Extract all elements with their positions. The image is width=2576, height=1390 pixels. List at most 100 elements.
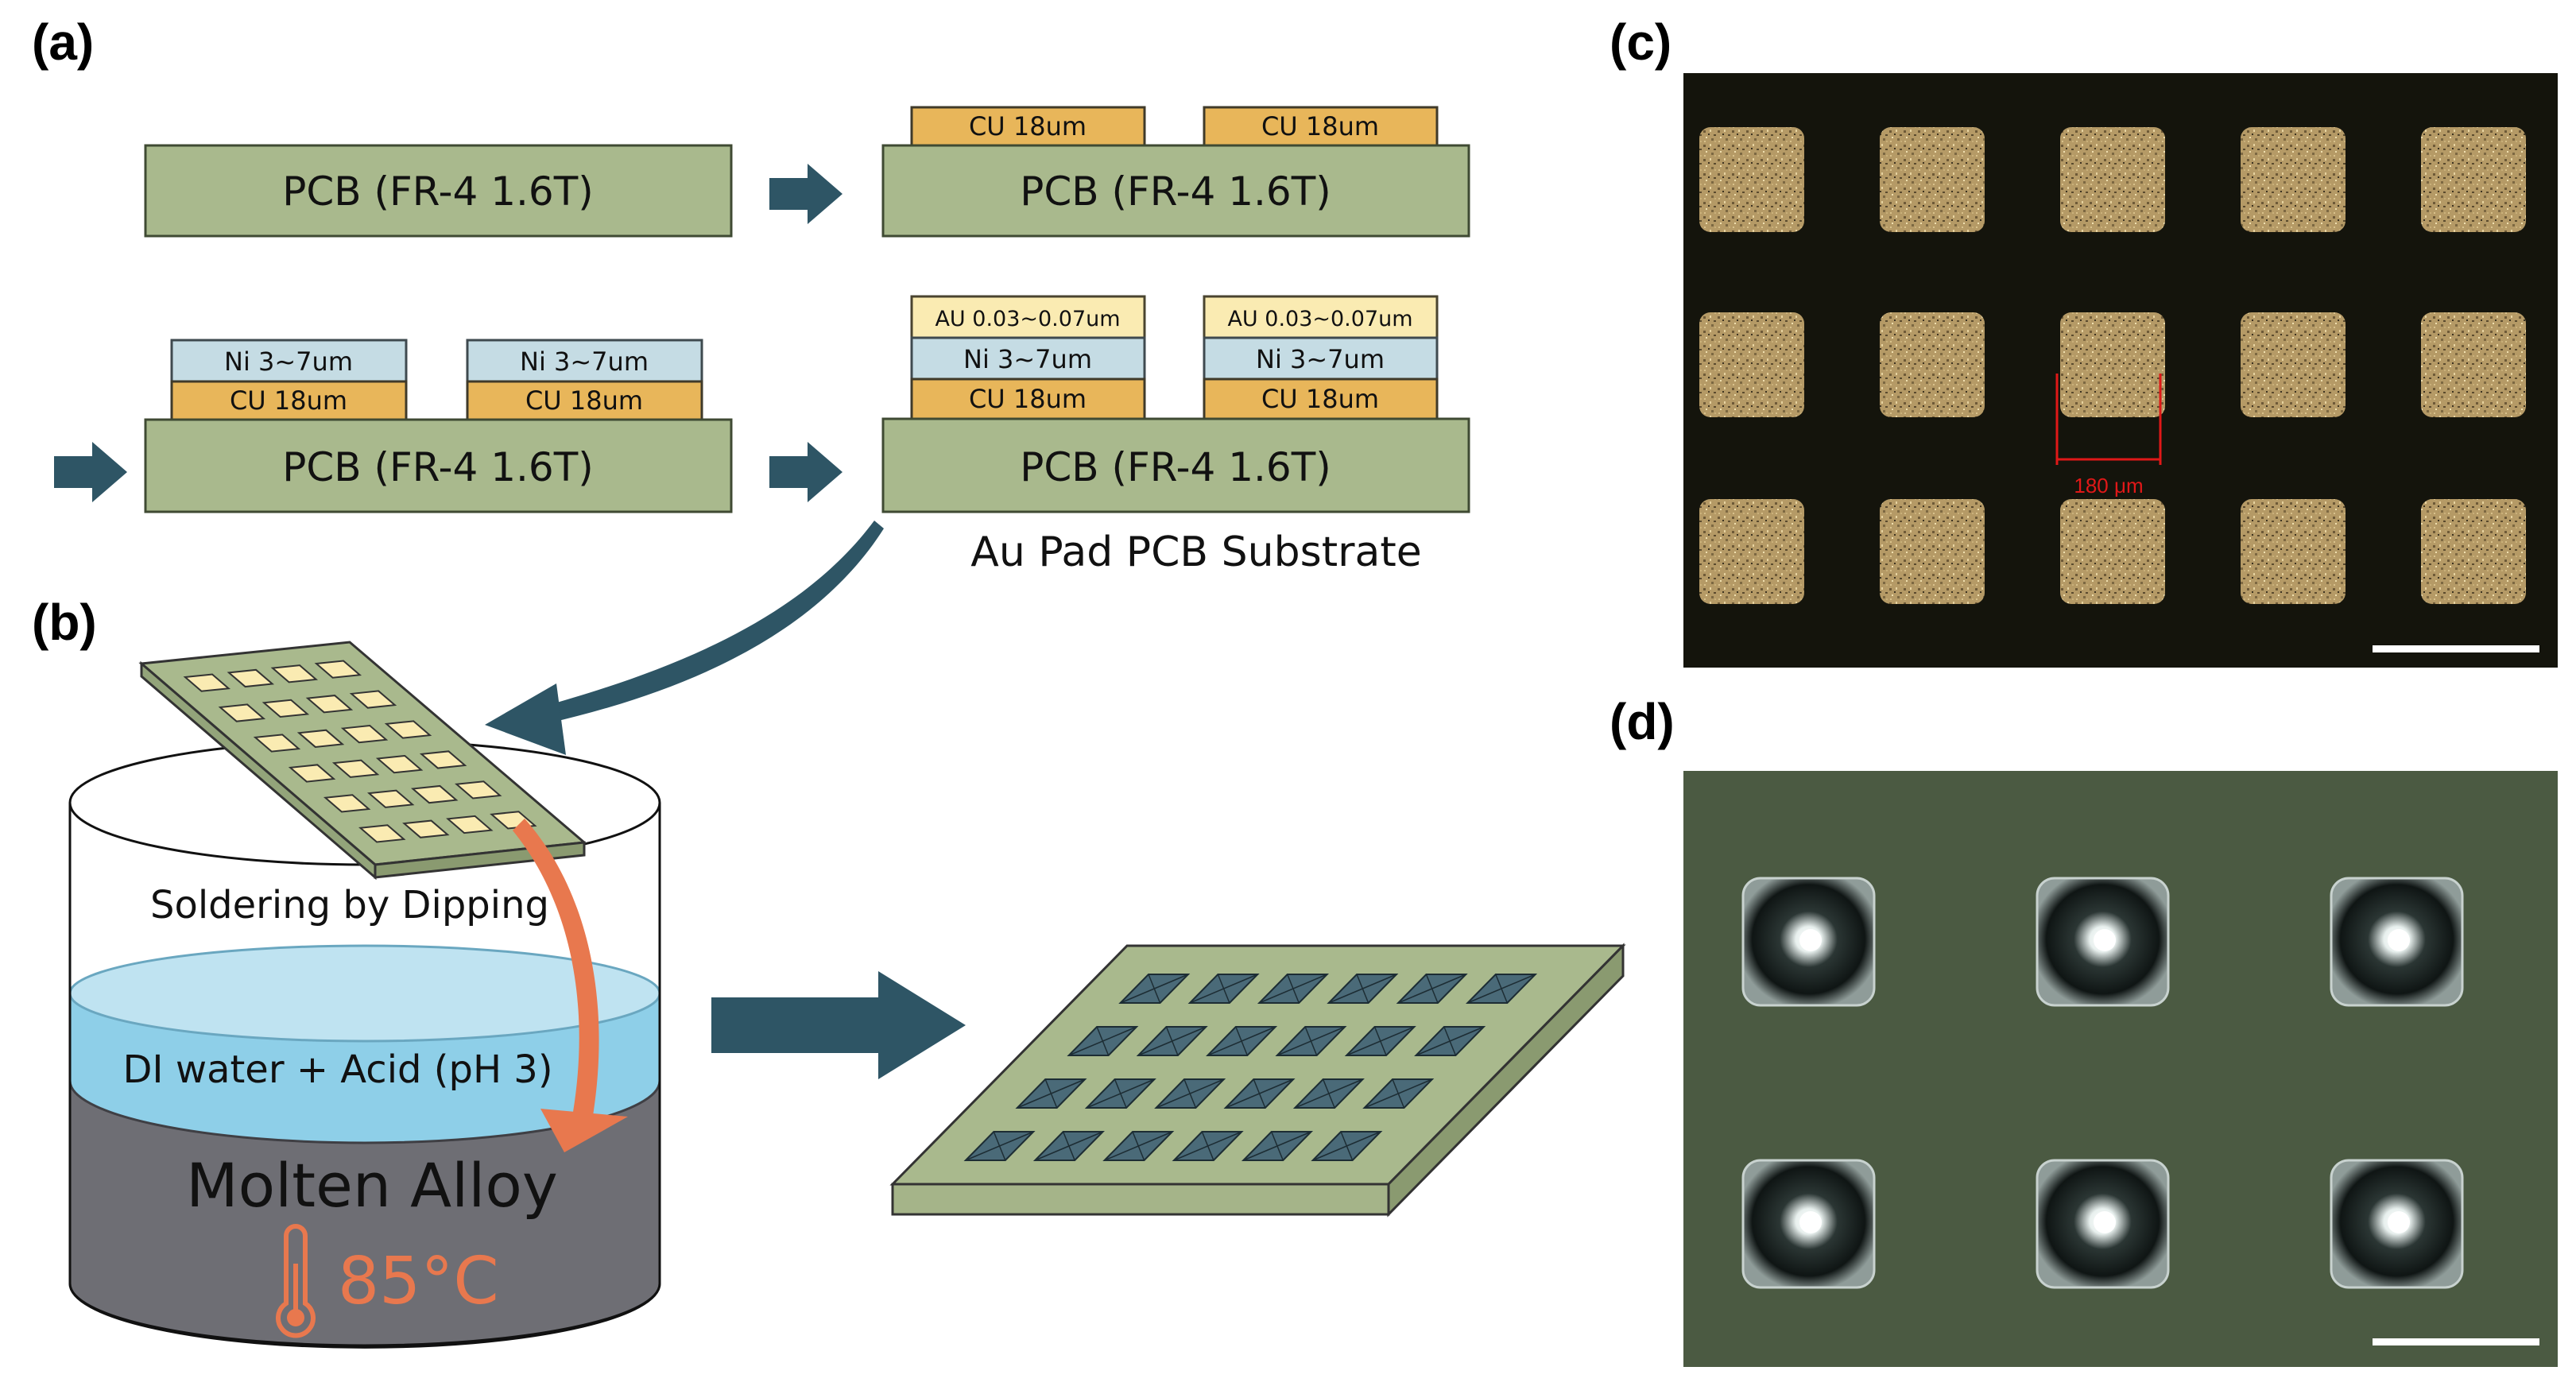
au-pad — [261, 699, 310, 718]
cu-layer — [466, 380, 703, 421]
cu-label: CU 18um — [969, 384, 1087, 414]
cu-label: CU 18um — [525, 385, 643, 416]
gold-pad — [2421, 499, 2526, 604]
au-pad — [227, 668, 275, 688]
panel-label-b: (b) — [32, 594, 97, 651]
alloy-label: Molten Alloy — [186, 1150, 558, 1221]
au-pad — [218, 703, 266, 722]
cu-layer — [170, 380, 408, 421]
solder-bump — [1414, 1026, 1486, 1056]
gold-pad — [2421, 312, 2526, 417]
solder-bump — [1275, 1026, 1347, 1056]
au-pad — [305, 695, 354, 714]
solder-bump — [1344, 1026, 1416, 1056]
solder-bump — [2036, 1159, 2170, 1289]
au-pad — [270, 664, 319, 683]
au-pad — [358, 824, 406, 843]
solder-bump-micrograph — [1741, 877, 2464, 1289]
ni-label: Ni 3~7um — [1256, 344, 1385, 374]
solder-bump — [1327, 974, 1399, 1004]
cu-layer — [910, 378, 1146, 420]
pcb-label: PCB (FR-4 1.6T) — [1020, 444, 1331, 490]
au-pad — [323, 794, 371, 813]
temperature-label: 85°C — [338, 1244, 499, 1319]
process-arrow-icon — [54, 442, 127, 502]
solder-bump — [1741, 877, 1876, 1007]
pcb-step-2: CU 18um CU 18um PCB (FR-4 1.6T) — [881, 106, 1470, 238]
soldering-label: Soldering by Dipping — [150, 883, 549, 927]
solder-bump — [1257, 974, 1330, 1004]
ni-layer — [910, 336, 1146, 381]
gold-pad-grid — [1699, 127, 2526, 604]
solder-bump — [1172, 1131, 1244, 1161]
solder-bump — [1187, 974, 1260, 1004]
solder-bump — [1311, 1131, 1383, 1161]
gold-pad — [1699, 499, 1804, 604]
pcb-label: PCB (FR-4 1.6T) — [282, 444, 594, 490]
au-pad — [331, 759, 380, 778]
au-pad — [349, 690, 397, 709]
gold-pad — [2060, 312, 2165, 417]
gold-pad — [1699, 127, 1804, 232]
gold-pad — [2241, 312, 2346, 417]
solder-bump — [1015, 1078, 1087, 1109]
au-label: AU 0.03~0.07um — [1227, 307, 1412, 331]
process-arrow-icon — [769, 164, 843, 224]
solder-bump — [1362, 1078, 1435, 1109]
process-arrow-icon — [711, 971, 966, 1079]
solder-bump — [1741, 1159, 1876, 1289]
ni-label: Ni 3~7um — [520, 347, 649, 377]
solder-bump — [1466, 974, 1538, 1004]
gold-pad — [2241, 127, 2346, 232]
panel-label-c: (c) — [1610, 14, 1671, 71]
solder-bump — [2036, 877, 2170, 1007]
cu-label: CU 18um — [230, 385, 347, 416]
pcb-step-3: Ni 3~7um CU 18um Ni 3~7um CU 18um PCB (F… — [144, 339, 733, 513]
cu-label: CU 18um — [1261, 111, 1379, 141]
water-label: DI water + Acid (pH 3) — [122, 1047, 552, 1092]
au-label: AU 0.03~0.07um — [935, 307, 1120, 331]
pad-measurement — [2055, 374, 2162, 465]
au-pad — [446, 815, 494, 834]
scale-bar — [2373, 1338, 2539, 1345]
cu-label: CU 18um — [1261, 384, 1379, 414]
ni-label: Ni 3~7um — [963, 344, 1092, 374]
solder-bump — [1241, 1131, 1314, 1161]
pad-size-label: 180 μm — [2074, 474, 2143, 498]
gold-pad — [1880, 312, 1985, 417]
solder-bump — [2330, 1159, 2464, 1289]
solder-bump — [1102, 1131, 1175, 1161]
au-pad — [340, 725, 389, 744]
dip-arrow-icon — [513, 819, 628, 1152]
scale-bar — [2373, 645, 2539, 652]
substrate-caption: Au Pad PCB Substrate — [970, 529, 1421, 576]
solder-bump — [1223, 1078, 1296, 1109]
micrograph-c: 180 μm — [1683, 73, 2558, 668]
solder-bump — [1032, 1131, 1105, 1161]
au-pad — [455, 780, 502, 800]
pcb-step-4: AU 0.03~0.07um Ni 3~7um CU 18um AU 0.03~… — [881, 295, 1470, 513]
tilted-pcb — [138, 641, 587, 881]
gold-pad — [2241, 499, 2346, 604]
au-pad — [375, 754, 424, 774]
au-layer — [910, 295, 1146, 339]
solder-bump — [963, 1131, 1036, 1161]
pcb-step-1: PCB (FR-4 1.6T) — [144, 144, 733, 238]
solder-bump — [1206, 1026, 1278, 1056]
process-flow: PCB (FR-4 1.6T) CU 18um CU 18um PCB (FR-… — [54, 106, 1470, 576]
micrograph-d — [1683, 771, 2558, 1367]
au-pad — [402, 819, 450, 838]
solder-bump — [1292, 1078, 1365, 1109]
au-pad — [419, 750, 467, 769]
ni-layer — [1203, 336, 1439, 381]
cu-label: CU 18um — [969, 111, 1087, 141]
panel-label-a: (a) — [32, 14, 94, 71]
ni-label: Ni 3~7um — [224, 347, 353, 377]
solder-bump — [1136, 1026, 1208, 1056]
au-pad — [314, 660, 362, 679]
soldered-pcb — [889, 943, 1626, 1218]
process-arrow-icon — [769, 442, 843, 502]
gold-pad — [2060, 127, 2165, 232]
au-pad — [288, 764, 336, 783]
